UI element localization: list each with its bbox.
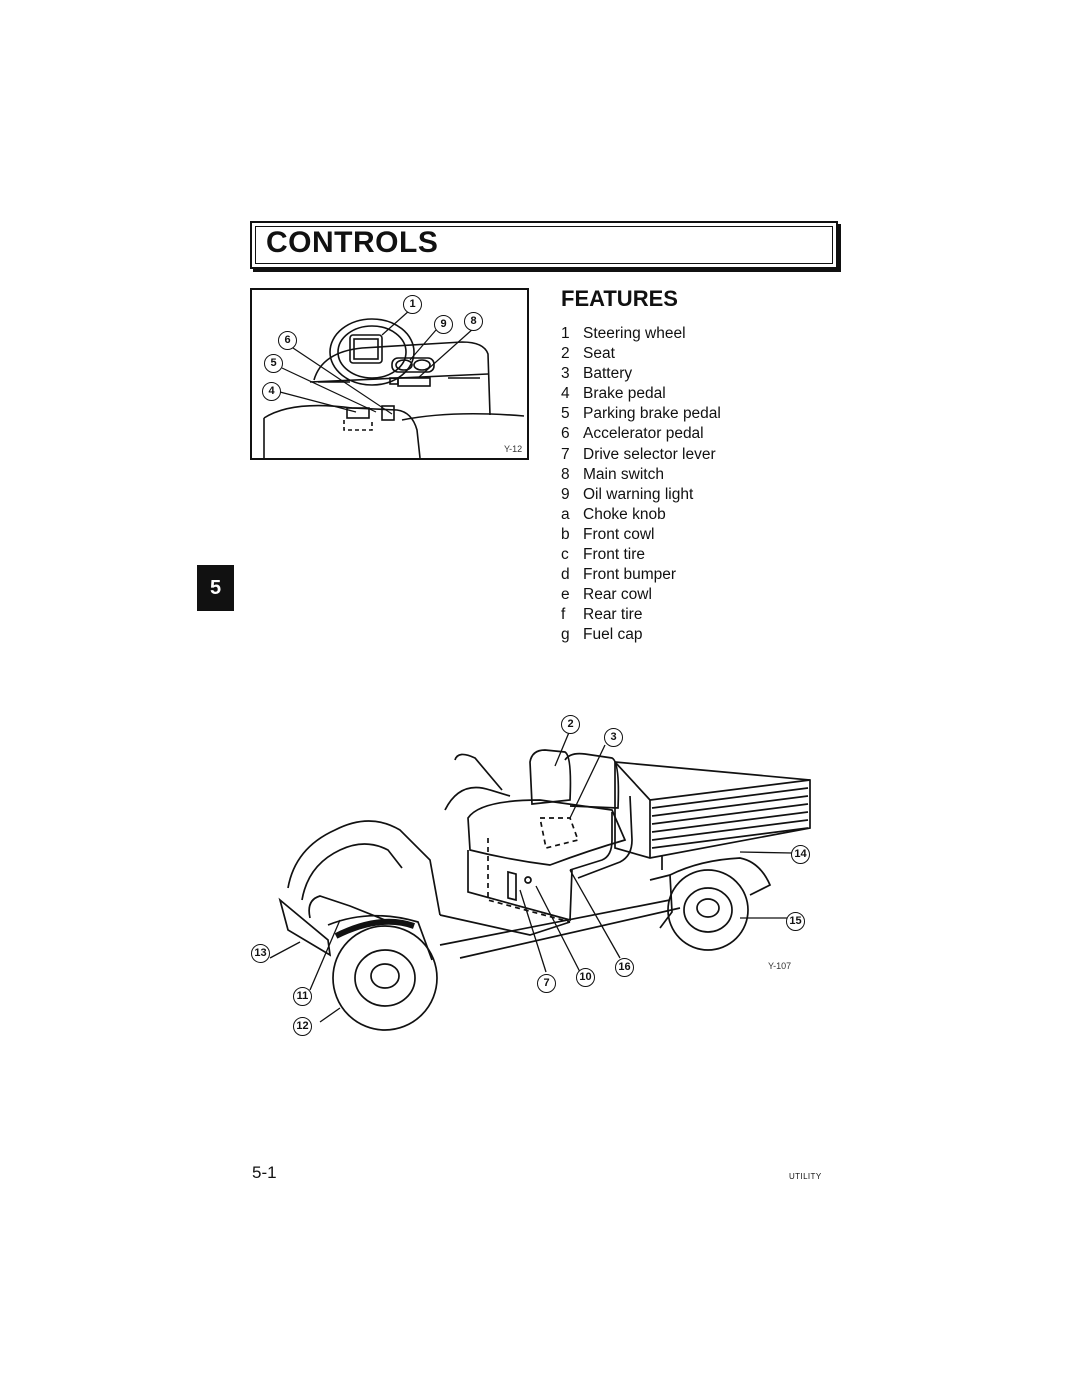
feature-label: Rear tire bbox=[583, 606, 643, 624]
cart-callout-16: 16 bbox=[615, 958, 634, 977]
feature-key: 5 bbox=[561, 405, 570, 423]
feature-key: d bbox=[561, 566, 570, 584]
cart-callout-11: 11 bbox=[293, 987, 312, 1006]
feature-key: 3 bbox=[561, 365, 570, 383]
cart-callout-3: 3 bbox=[604, 728, 623, 747]
feature-label: Front bumper bbox=[583, 566, 677, 584]
cart-callout-2: 2 bbox=[561, 715, 580, 734]
feature-key: 4 bbox=[561, 385, 570, 403]
cart-figure-code: Y-107 bbox=[768, 961, 792, 971]
feature-key: 1 bbox=[561, 325, 570, 342]
feature-label: Drive selector lever bbox=[583, 445, 716, 463]
dash-callout-6: 6 bbox=[278, 331, 297, 350]
cart-callout-12: 12 bbox=[293, 1017, 312, 1036]
section-title: CONTROLS bbox=[266, 226, 439, 259]
feature-label: Oil warning light bbox=[583, 485, 694, 503]
feature-key: e bbox=[561, 586, 570, 604]
footer-label: UTILITY bbox=[789, 1172, 822, 1181]
cart-callout-13: 13 bbox=[251, 944, 270, 963]
feature-label: Fuel cap bbox=[583, 626, 643, 644]
feature-label: Main switch bbox=[583, 465, 664, 483]
feature-key: f bbox=[561, 606, 566, 624]
feature-label: Front tire bbox=[583, 546, 646, 564]
cart-callout-10: 10 bbox=[576, 968, 595, 987]
dashboard-drawing bbox=[263, 309, 525, 458]
dash-figure-code: Y-12 bbox=[504, 444, 523, 454]
feature-label: Brake pedal bbox=[583, 385, 666, 403]
feature-label: Steering wheel bbox=[583, 325, 686, 342]
feature-key: 9 bbox=[561, 485, 570, 503]
page-number: 5-1 bbox=[252, 1163, 277, 1182]
feature-key: 6 bbox=[561, 425, 570, 443]
feature-key: 8 bbox=[561, 465, 570, 483]
dash-callout-1: 1 bbox=[403, 295, 422, 314]
cart-callout-7: 7 bbox=[537, 974, 556, 993]
cart-illustration: 2 3 14 15 13 16 10 7 11 12 Y-107 bbox=[240, 700, 820, 1055]
feature-key: 7 bbox=[561, 445, 570, 463]
feature-label: Seat bbox=[583, 345, 615, 363]
feature-key: c bbox=[561, 546, 569, 564]
features-heading: FEATURES bbox=[561, 286, 678, 311]
dash-callout-5: 5 bbox=[264, 354, 283, 373]
feature-label: Front cowl bbox=[583, 525, 655, 543]
dashboard-illustration: 1 9 8 6 5 4 Y-12 bbox=[250, 288, 529, 460]
feature-label: Accelerator pedal bbox=[583, 425, 704, 443]
cart-callout-14: 14 bbox=[791, 845, 810, 864]
dash-callout-9: 9 bbox=[434, 315, 453, 334]
section-title-box: CONTROLS bbox=[250, 221, 838, 269]
feature-label: Parking brake pedal bbox=[583, 405, 721, 423]
cart-callout-15: 15 bbox=[786, 912, 805, 931]
feature-label: Rear cowl bbox=[583, 586, 652, 604]
dash-callout-4: 4 bbox=[262, 382, 281, 401]
section-title-inner-border bbox=[255, 226, 833, 264]
feature-key: b bbox=[561, 525, 570, 543]
feature-key: g bbox=[561, 626, 570, 644]
feature-key: 2 bbox=[561, 345, 570, 363]
feature-key: a bbox=[561, 505, 570, 523]
cart-drawing bbox=[269, 729, 811, 1031]
feature-label: Battery bbox=[583, 365, 633, 383]
dash-callout-8: 8 bbox=[464, 312, 483, 331]
chapter-tab: 5 bbox=[197, 565, 234, 611]
feature-label: Choke knob bbox=[583, 505, 666, 523]
